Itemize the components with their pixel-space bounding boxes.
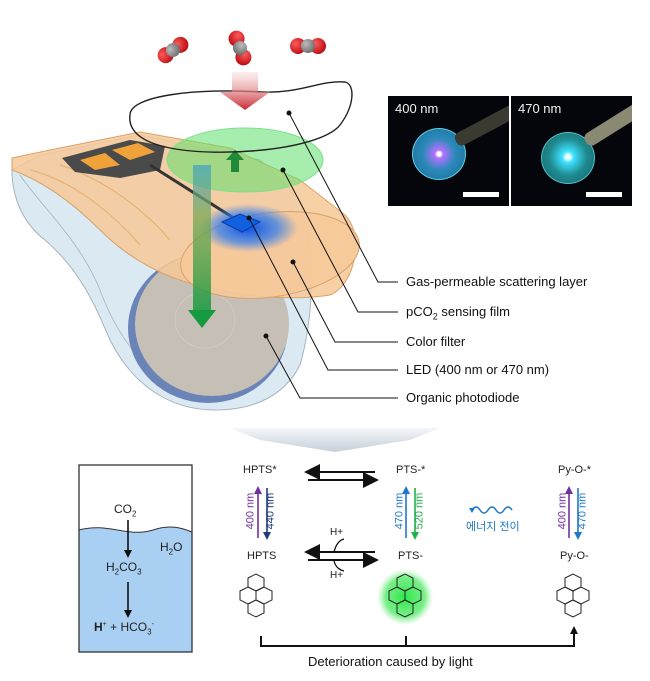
photo-470nm: 470 nm xyxy=(511,96,632,206)
pyo-absorb-label: 400 nm xyxy=(556,492,569,530)
co2-molecule-1 xyxy=(157,36,189,64)
hpts-structure xyxy=(239,573,273,618)
pts-absorb-label: 470 nm xyxy=(393,492,406,530)
beaker xyxy=(78,464,193,653)
transition-arrow xyxy=(230,428,440,452)
water-label: H2O xyxy=(160,540,183,557)
co2-molecule-3 xyxy=(290,38,326,54)
hpts-excited-label: HPTS* xyxy=(243,464,277,476)
energy-transfer-wave-icon xyxy=(471,506,513,514)
hpts-absorb-label: 400 nm xyxy=(244,492,257,530)
hpts-emit-label: 440 nm xyxy=(264,492,277,530)
co2-inflow-arrow xyxy=(220,72,270,110)
label-organic-photodiode: Organic photodiode xyxy=(406,390,520,405)
reaction-scheme xyxy=(239,464,590,647)
carbonic-acid-label: H2CO3 xyxy=(106,560,142,577)
pts-excited-label: PTS-* xyxy=(396,464,426,476)
label-led: LED (400 nm or 470 nm) xyxy=(406,362,550,377)
deterioration-bracket xyxy=(260,632,575,647)
device-illustration xyxy=(11,30,440,452)
pco2-sensing-film xyxy=(166,127,324,193)
products-label: H+ + HCO3- xyxy=(94,620,154,637)
hpts-label: HPTS xyxy=(247,550,277,562)
proton-top-label: H+ xyxy=(330,527,344,538)
pts-emit-label: 520 nm xyxy=(413,492,426,530)
proton-bottom-label: H+ xyxy=(330,570,344,581)
deterioration-label: Deterioration caused by light xyxy=(308,654,473,669)
pyo-structure xyxy=(556,573,590,618)
co2-label: CO2 xyxy=(114,502,137,519)
pyo-excited-label: Py-O-* xyxy=(558,464,591,476)
pts-structure xyxy=(388,573,422,618)
label-sensing-film: pCO2 sensing film xyxy=(406,304,510,322)
pts-label: PTS- xyxy=(398,550,424,562)
pyo-emit-label: 470 nm xyxy=(576,492,589,530)
photo-caption: 470 nm xyxy=(518,101,562,116)
label-color-filter: Color filter xyxy=(406,334,466,349)
photo-caption: 400 nm xyxy=(395,101,439,116)
co2-molecule-2 xyxy=(228,30,252,66)
leader-lines xyxy=(248,112,398,399)
scale-bar xyxy=(463,192,499,197)
pyo-label: Py-O- xyxy=(560,550,589,562)
emission-arrow xyxy=(226,150,244,172)
label-scattering-layer: Gas-permeable scattering layer xyxy=(406,274,588,289)
light-beam xyxy=(193,165,211,310)
gas-permeable-scattering-layer xyxy=(129,81,353,153)
photo-400nm: 400 nm xyxy=(388,96,509,206)
energy-transfer-label: 에너지 전이 xyxy=(466,521,520,533)
scale-bar xyxy=(586,192,622,197)
